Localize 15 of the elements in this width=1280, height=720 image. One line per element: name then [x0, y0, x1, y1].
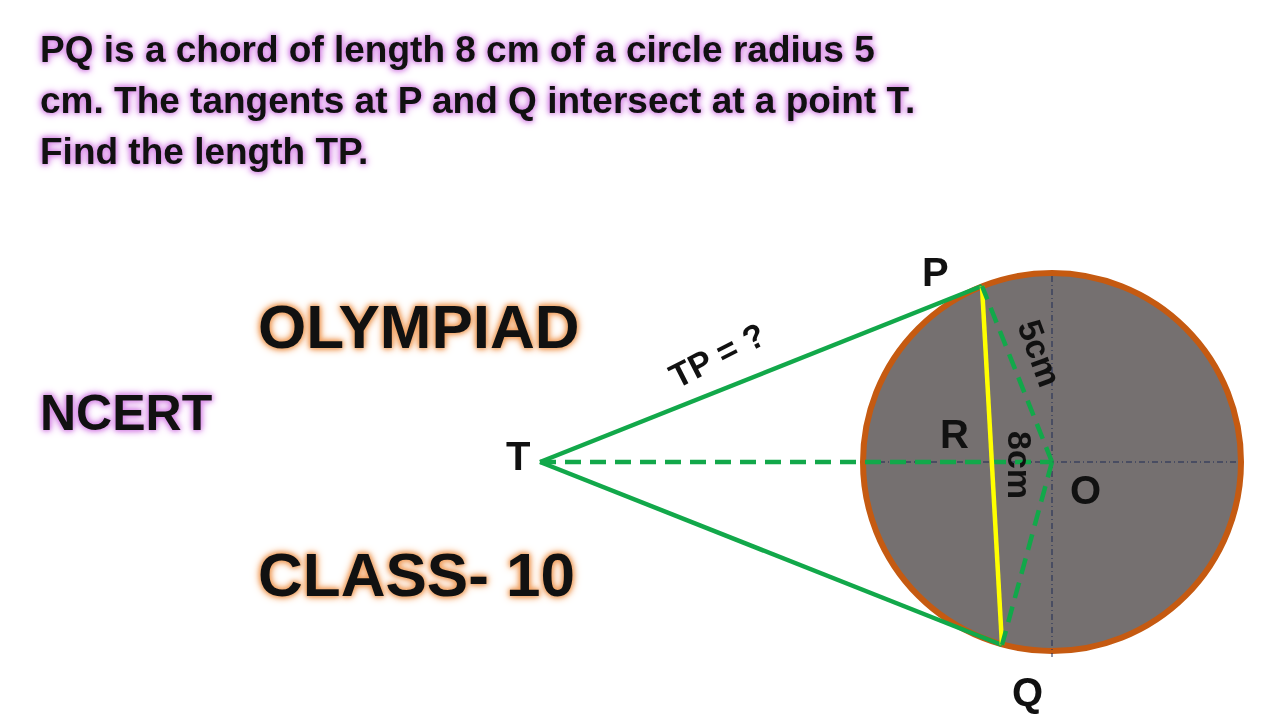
- heading-label: CLASS- 10: [258, 544, 575, 606]
- dashed-line: [540, 459, 1052, 465]
- point-label: O: [1070, 470, 1102, 510]
- dashed-line: [979, 285, 1055, 463]
- length-label: 5cm: [1012, 315, 1068, 391]
- point-label: Q: [1012, 672, 1044, 712]
- point-label: T: [506, 436, 531, 476]
- point-label: R: [940, 414, 969, 454]
- length-label: TP = ?: [663, 316, 771, 394]
- heading-label: OLYMPIAD: [258, 296, 580, 358]
- question-text: PQ is a chord of length 8 cm of a circle radius 5 cm. The tangents at P and Q intersect at a point T. Find the length TP.: [40, 28, 917, 175]
- length-label: 8cm: [1003, 430, 1038, 500]
- point-label: P: [922, 252, 949, 292]
- dashed-line: [999, 461, 1055, 646]
- heading-label: NCERT: [40, 388, 213, 438]
